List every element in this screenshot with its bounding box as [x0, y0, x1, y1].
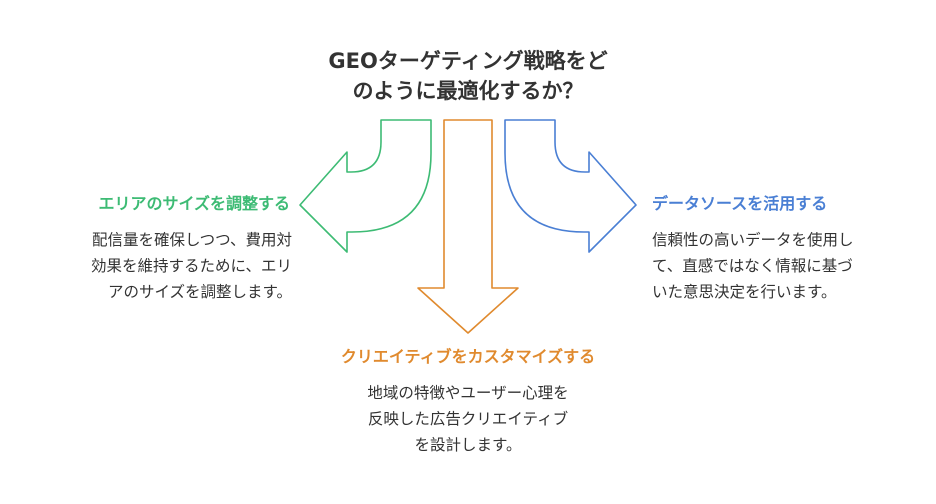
- center-branch-heading: クリエイティブをカスタマイズする: [340, 347, 596, 366]
- right-arrow: [504, 119, 637, 253]
- title-line-2: のように最適化するか？: [352, 79, 584, 103]
- left-branch-description: 配信量を確保しつつ、費用対 効果を維持するために、エリ アのサイズを調整します。: [20, 227, 292, 305]
- left-arrow: [299, 119, 432, 253]
- right-desc-line: て、直感ではなく情報に基づ: [652, 257, 853, 275]
- left-desc-line: 効果を維持するために、エリ: [90, 257, 292, 275]
- left-branch-heading: エリアのサイズを調整する: [98, 194, 290, 213]
- right-desc-line: 信頼性の高いデータを使用し: [652, 231, 854, 249]
- center-desc-line: を設計します。: [414, 436, 522, 454]
- diagram-title: GEOターゲティング戦略をど のように最適化するか？: [268, 46, 668, 106]
- center-arrow: [417, 119, 519, 334]
- center-desc-line: 反映した広告クリエイティブ: [367, 410, 569, 428]
- center-desc-line: 地域の特徴やユーザー心理を: [367, 384, 569, 402]
- center-branch-description: 地域の特徴やユーザー心理を 反映した広告クリエイティブ を設計します。: [318, 380, 618, 458]
- right-branch-description: 信頼性の高いデータを使用し て、直感ではなく情報に基づ いた意思決定を行います。: [652, 227, 922, 305]
- right-branch-heading: データソースを活用する: [652, 194, 828, 213]
- right-desc-line: いた意思決定を行います。: [652, 283, 837, 301]
- left-desc-line: アのサイズを調整します。: [108, 283, 292, 301]
- title-line-1: GEOターゲティング戦略をど: [328, 49, 608, 73]
- left-desc-line: 配信量を確保しつつ、費用対: [92, 231, 292, 249]
